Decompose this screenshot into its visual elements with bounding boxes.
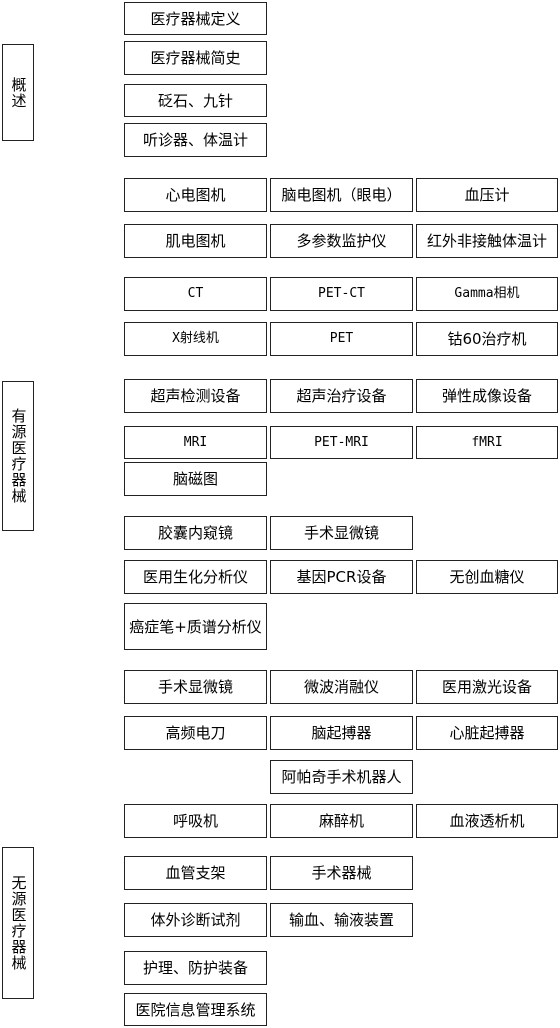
item-box: 医院信息管理系统 (124, 993, 267, 1026)
item-box: CT (124, 277, 267, 311)
item-box: 心脏起搏器 (416, 716, 558, 750)
item-box: 弹性成像设备 (416, 379, 558, 413)
item-label: 医疗器械简史 (150, 49, 241, 67)
item-label: 心脏起搏器 (449, 724, 525, 742)
item-label: 血液透析机 (449, 812, 525, 830)
item-label: 微波消融仪 (303, 678, 379, 696)
item-box: 输血、输液装置 (270, 903, 413, 937)
item-label: PET-CT (318, 286, 365, 301)
item-label: Gamma相机 (454, 286, 520, 301)
item-label: PET-MRI (314, 434, 369, 450)
item-label: 脑起搏器 (311, 724, 372, 742)
item-label: 超声检测设备 (150, 387, 241, 405)
item-label: 医用生化分析仪 (142, 568, 248, 586)
item-label: 红外非接触体温计 (426, 232, 547, 250)
category-overview-label: 概述 (9, 76, 28, 109)
item-label: 钴60治疗机 (447, 330, 527, 348)
item-box: 血管支架 (124, 856, 267, 890)
category-active-label: 有源医疗器械 (9, 408, 28, 504)
item-label: 高频电刀 (165, 724, 226, 742)
item-label: X射线机 (172, 331, 219, 346)
item-label: 输血、输液装置 (288, 911, 394, 929)
category-passive-devices: 无源医疗器械 (2, 847, 34, 999)
item-label: 心电图机 (165, 186, 226, 204)
item-box: 医用生化分析仪 (124, 560, 267, 594)
category-overview: 概述 (2, 44, 34, 141)
item-label: 基因PCR设备 (296, 568, 387, 586)
item-box: 超声治疗设备 (270, 379, 413, 413)
item-label: 医院信息管理系统 (135, 1000, 256, 1019)
item-box: 呼吸机 (124, 804, 267, 838)
item-label: 听诊器、体温计 (142, 131, 248, 149)
item-box: 钴60治疗机 (416, 322, 558, 356)
item-label: 肌电图机 (165, 232, 226, 250)
item-box: 血压计 (416, 178, 558, 212)
item-box: MRI (124, 426, 267, 459)
item-label: CT (187, 286, 204, 301)
item-box: 基因PCR设备 (270, 560, 413, 594)
item-box: PET-CT (270, 277, 413, 311)
item-box: 手术显微镜 (270, 516, 413, 550)
item-box: X射线机 (124, 322, 267, 356)
item-box: 脑磁图 (124, 462, 267, 496)
item-box: 红外非接触体温计 (416, 224, 558, 258)
item-label: 脑磁图 (172, 470, 218, 488)
item-label: 多参数监护仪 (296, 232, 387, 250)
item-label: 体外诊断试剂 (150, 911, 241, 929)
item-box: 肌电图机 (124, 224, 267, 258)
item-box: 血液透析机 (416, 804, 558, 838)
item-box: 心电图机 (124, 178, 267, 212)
item-box: 多参数监护仪 (270, 224, 413, 258)
item-box: 医疗器械简史 (124, 41, 267, 75)
item-label: 医用激光设备 (441, 678, 532, 696)
item-label: MRI (183, 434, 208, 450)
item-label: 弹性成像设备 (441, 387, 532, 405)
category-active-devices: 有源医疗器械 (2, 381, 34, 531)
item-box: 胶囊内窥镜 (124, 516, 267, 550)
item-box: 砭石、九针 (124, 84, 267, 117)
item-label: 血压计 (464, 186, 510, 204)
item-box: fMRI (416, 426, 558, 459)
item-box: 听诊器、体温计 (124, 123, 267, 157)
item-label: 脑电图机（眼电） (281, 186, 402, 204)
item-box: 癌症笔+质谱分析仪 (124, 603, 267, 650)
item-label: 无创血糖仪 (449, 568, 525, 586)
item-label: 医疗器械定义 (150, 9, 241, 28)
item-box: 阿帕奇手术机器人 (270, 760, 413, 794)
item-box: 护理、防护装备 (124, 951, 267, 985)
item-label: 护理、防护装备 (142, 959, 248, 977)
item-box: 高频电刀 (124, 716, 267, 750)
item-label: 砭石、九针 (157, 91, 233, 110)
item-label: fMRI (471, 434, 503, 450)
item-box: 超声检测设备 (124, 379, 267, 413)
item-label: 超声治疗设备 (296, 387, 387, 405)
item-box: 医用激光设备 (416, 670, 558, 704)
item-box: 微波消融仪 (270, 670, 413, 704)
item-label: 血管支架 (165, 864, 226, 882)
item-box: 脑电图机（眼电） (270, 178, 413, 212)
item-label: PET (329, 331, 354, 346)
item-box: 无创血糖仪 (416, 560, 558, 594)
item-box: 麻醉机 (270, 804, 413, 838)
category-passive-label: 无源医疗器械 (9, 875, 28, 971)
item-box: PET-MRI (270, 426, 413, 459)
item-label: 胶囊内窥镜 (157, 524, 233, 542)
item-box: Gamma相机 (416, 277, 558, 311)
item-label: 手术显微镜 (303, 524, 379, 542)
item-label: 手术显微镜 (157, 678, 233, 696)
item-label: 手术器械 (311, 864, 372, 882)
item-box: 医疗器械定义 (124, 2, 267, 35)
item-label: 麻醉机 (318, 812, 364, 830)
item-box: PET (270, 322, 413, 356)
item-label: 呼吸机 (172, 812, 218, 830)
item-box: 手术显微镜 (124, 670, 267, 704)
item-box: 脑起搏器 (270, 716, 413, 750)
item-label: 癌症笔+质谱分析仪 (129, 617, 262, 636)
item-label: 阿帕奇手术机器人 (281, 768, 402, 786)
item-box: 手术器械 (270, 856, 413, 890)
item-box: 体外诊断试剂 (124, 903, 267, 937)
